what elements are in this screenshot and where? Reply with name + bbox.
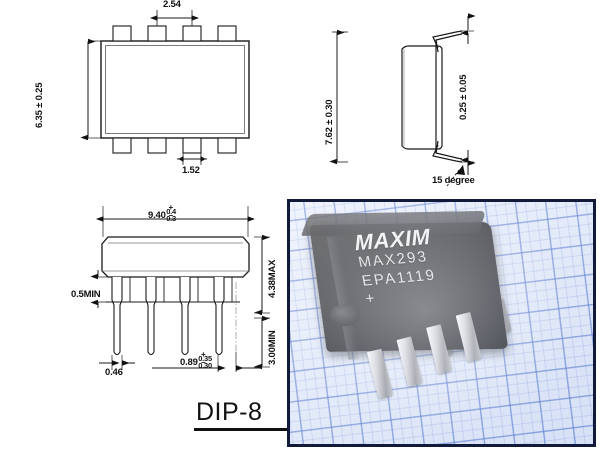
component-photo: MAXIM MAX293 EPA1119 +: [287, 199, 596, 447]
dim-label-pin-pitch: 2.54: [163, 0, 181, 10]
dim-pin-pitch: [149, 10, 200, 26]
dim-seating-plane: [90, 270, 130, 308]
dim-lead-length: [254, 315, 270, 370]
tol-sign-minus-lead-row-spacing: −: [201, 358, 206, 367]
dim-label-lead-angle: 15 degree: [432, 175, 475, 186]
dim-body-length: [95, 206, 256, 237]
dim-label-pin-width: 1.52: [182, 165, 200, 176]
tol-sign-minus-body-length: −: [168, 211, 174, 220]
dip8-chip: MAXIM MAX293 EPA1119 +: [301, 202, 531, 399]
front-view-geometry: [101, 236, 250, 356]
tol-plus-body-length: 0.4: [166, 206, 177, 216]
tol-minus-lead-row-spacing: 0.30: [198, 361, 213, 370]
tol-plus-lead-row-spacing: 0.35: [198, 353, 213, 363]
tol-minus-body-length: 0.3: [166, 214, 177, 223]
dim-body-width: [80, 38, 101, 141]
tol-sign-plus-lead-row-spacing: +: [201, 350, 206, 359]
dim-value-body-length: 9.40: [148, 210, 166, 222]
package-label-underline: [194, 428, 290, 431]
dim-lead-span: [329, 29, 348, 165]
dim-label-body-width: 6.35 ± 0.25: [34, 82, 45, 128]
dim-lead-thickness: [460, 13, 476, 175]
dim-overall-height: [254, 234, 270, 316]
side-view-geometry: [401, 30, 463, 163]
tol-sign-plus-body-length: +: [168, 203, 174, 212]
dim-label-lead-thickness: 0.25 ± 0.05: [458, 74, 469, 120]
dim-pin-width: [177, 153, 207, 165]
dim-label-lead-length: 3.00MIN: [267, 330, 278, 365]
top-view-geometry: [100, 25, 250, 154]
dim-label-lead-pitch-width: 0.46: [105, 367, 123, 378]
package-label: DIP-8: [196, 398, 263, 426]
dim-lead-pitch-width: [99, 355, 135, 370]
dim-label-lead-span: 7.62 ± 0.30: [324, 99, 335, 145]
dim-label-overall-height: 4.38MAX: [267, 259, 278, 298]
chip-markings: MAXIM MAX293 EPA1119 +: [353, 221, 499, 307]
dim-lead-angle: [446, 165, 465, 187]
dim-value-lead-row-spacing: 0.89: [180, 357, 198, 369]
dim-label-seating-plane: 0.5MIN: [71, 289, 101, 300]
